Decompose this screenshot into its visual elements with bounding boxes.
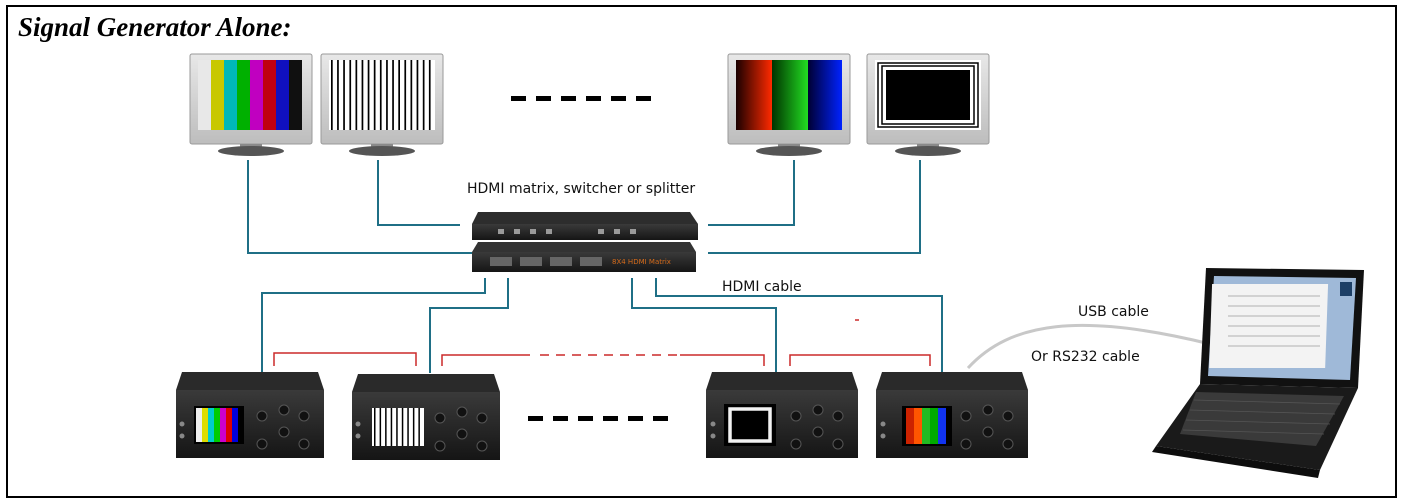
hdmi-switcher-device — [472, 212, 698, 240]
hdmi-line-monitor-3 — [708, 160, 795, 226]
usb-cable-label: USB cable — [1078, 304, 1149, 320]
chain-line-2-mid — [441, 354, 530, 366]
generator-vertical-lines-pattern — [374, 408, 420, 446]
hdmi-connections — [247, 160, 943, 373]
generator-rgb-bars — [876, 372, 1028, 458]
chain-line-1-2 — [273, 352, 417, 366]
generator-vertical-lines — [352, 374, 500, 460]
hdmi-line-generator-2 — [429, 278, 509, 373]
diagram-title: Signal Generator Alone: — [18, 12, 292, 42]
matrix-front-label: 8X4 HDMI Matrix — [612, 258, 671, 266]
monitor-border-lines — [866, 53, 990, 156]
ellipsis-top — [511, 96, 651, 101]
color-bars-pattern — [198, 60, 302, 130]
hdmi-line-generator-1 — [261, 278, 486, 373]
hdmi-line-generator-4 — [655, 278, 943, 373]
ellipsis-bottom — [528, 416, 668, 421]
rs232-cable-label: Or RS232 cable — [1031, 349, 1140, 365]
generator-color-bars — [176, 372, 324, 458]
chain-line-3-4 — [789, 354, 931, 366]
hdmi-line-monitor-1 — [247, 160, 472, 254]
usb-cable — [966, 323, 1211, 370]
matrix-label: HDMI matrix, switcher or splitter — [467, 181, 696, 197]
laptop — [1152, 268, 1364, 478]
hdmi-line-generator-3 — [631, 278, 777, 373]
hdmi-cable-label: HDMI cable — [722, 279, 802, 295]
monitor-rgb-gradient — [727, 53, 851, 156]
generator-color-bars-pattern — [196, 408, 238, 442]
hdmi-line-monitor-4 — [708, 160, 921, 254]
generator-white-frame — [706, 372, 858, 458]
chain-connections — [273, 319, 931, 366]
vertical-lines-pattern — [331, 60, 431, 130]
hdmi-matrix-device: 8X4 HDMI Matrix — [472, 242, 696, 272]
monitor-vertical-lines — [320, 53, 444, 156]
chain-line-mid-3 — [680, 354, 765, 366]
hdmi-line-monitor-2 — [377, 160, 460, 226]
monitor-color-bars — [189, 53, 313, 156]
